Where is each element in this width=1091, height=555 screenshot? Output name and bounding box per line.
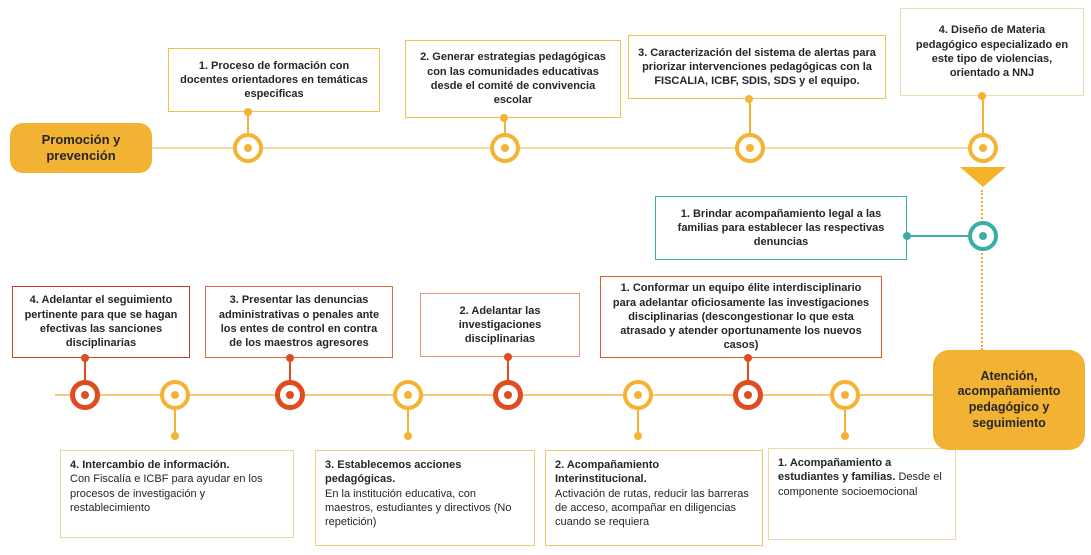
milestone-circle-icon (493, 380, 523, 410)
connector-dot (978, 92, 986, 100)
legal-note-box: 1. Brindar acompañamiento legal a las fa… (655, 196, 907, 260)
upper-step-1-box: 1. Conformar un equipo élite interdiscip… (600, 276, 882, 358)
connector-dot (404, 432, 412, 440)
connector-dot (841, 432, 849, 440)
milestone-circle-icon (623, 380, 653, 410)
milestone-circle-icon (490, 133, 520, 163)
atencion-seguimiento-text: Atención, acompañamiento pedagógico y se… (957, 368, 1061, 430)
connector-dot (500, 114, 508, 122)
upper-step-4-box: 4. Adelantar el seguimiento pertinente p… (12, 286, 190, 358)
top-step-3-box: 3. Caracterización del sistema de alerta… (628, 35, 886, 99)
upper-step-3-box: 3. Presentar las denuncias administrativ… (205, 286, 393, 358)
milestone-circle-icon (735, 133, 765, 163)
connector-stem (289, 358, 291, 395)
lower-step-3-text: 3. Establecemos acciones pedagógicas.En … (325, 459, 512, 529)
upper-step-2-box: 2. Adelantar las investigaciones discipl… (420, 293, 580, 357)
connector-stem (749, 99, 751, 148)
milestone-circle-icon (733, 380, 763, 410)
legal-note-text: 1. Brindar acompañamiento legal a las fa… (677, 207, 885, 249)
connector-stem (84, 358, 86, 395)
connector-stem (844, 395, 846, 436)
lower-step-4-box: 4. Intercambio de información.Con Fiscal… (60, 450, 294, 538)
dotted-connector-line (981, 190, 983, 350)
connector-dot (81, 354, 89, 362)
connector-stem (174, 395, 176, 436)
top-step-4-text: 4. Diseño de Materia pedagógico especial… (915, 24, 1069, 80)
top-step-4-box: 4. Diseño de Materia pedagógico especial… (900, 8, 1084, 96)
upper-step-4-text: 4. Adelantar el seguimiento pertinente p… (24, 294, 178, 350)
connector-dot (171, 432, 179, 440)
milestone-circle-icon (275, 380, 305, 410)
down-arrow-icon (960, 167, 1006, 187)
connector-dot (634, 432, 642, 440)
top-step-2-box: 2. Generar estrategias pedagógicas con l… (405, 40, 621, 118)
lower-step-4-text: 4. Intercambio de información.Con Fiscal… (70, 459, 263, 514)
top-step-1-box: 1. Proceso de formación con docentes ori… (168, 48, 380, 112)
promocion-prevencion-text: Promoción y prevención (41, 131, 121, 163)
lower-step-1-box: 1. Acompañamiento a estudiantes y famili… (768, 448, 956, 540)
lower-step-2-box: 2. Acompañamiento Interinstitucional.Act… (545, 450, 763, 546)
milestone-circle-icon (968, 133, 998, 163)
connector-stem (247, 112, 249, 148)
connector-dot (286, 354, 294, 362)
top-step-2-text: 2. Generar estrategias pedagógicas con l… (420, 51, 606, 107)
upper-step-2-text: 2. Adelantar las investigaciones discipl… (458, 304, 542, 346)
upper-step-3-text: 3. Presentar las denuncias administrativ… (218, 294, 380, 350)
connector-stem (407, 395, 409, 436)
connector-dot (244, 108, 252, 116)
milestone-circle-icon (830, 380, 860, 410)
connector-dot (504, 353, 512, 361)
promocion-prevencion-label: Promoción y prevención (10, 123, 152, 173)
top-step-1-text: 1. Proceso de formación con docentes ori… (180, 59, 368, 101)
milestone-circle-icon (233, 133, 263, 163)
connector-stem (747, 358, 749, 395)
milestone-circle-icon (968, 221, 998, 251)
lower-step-3-box: 3. Establecemos acciones pedagógicas.En … (315, 450, 535, 546)
milestone-circle-icon (70, 380, 100, 410)
connector-dot (903, 232, 911, 240)
connector-stem (507, 357, 509, 395)
milestone-circle-icon (393, 380, 423, 410)
connector-dot (744, 354, 752, 362)
top-step-3-text: 3. Caracterización del sistema de alerta… (638, 46, 876, 88)
lower-step-1-text: 1. Acompañamiento a estudiantes y famili… (778, 457, 942, 498)
upper-step-1-text: 1. Conformar un equipo élite interdiscip… (612, 282, 870, 352)
teal-connector-line (905, 235, 968, 237)
atencion-seguimiento-label: Atención, acompañamiento pedagógico y se… (933, 350, 1085, 450)
milestone-circle-icon (160, 380, 190, 410)
connector-stem (637, 395, 639, 436)
connector-stem (982, 96, 984, 148)
top-timeline-line (152, 147, 983, 149)
lower-step-2-text: 2. Acompañamiento Interinstitucional.Act… (555, 459, 749, 529)
connector-dot (745, 95, 753, 103)
